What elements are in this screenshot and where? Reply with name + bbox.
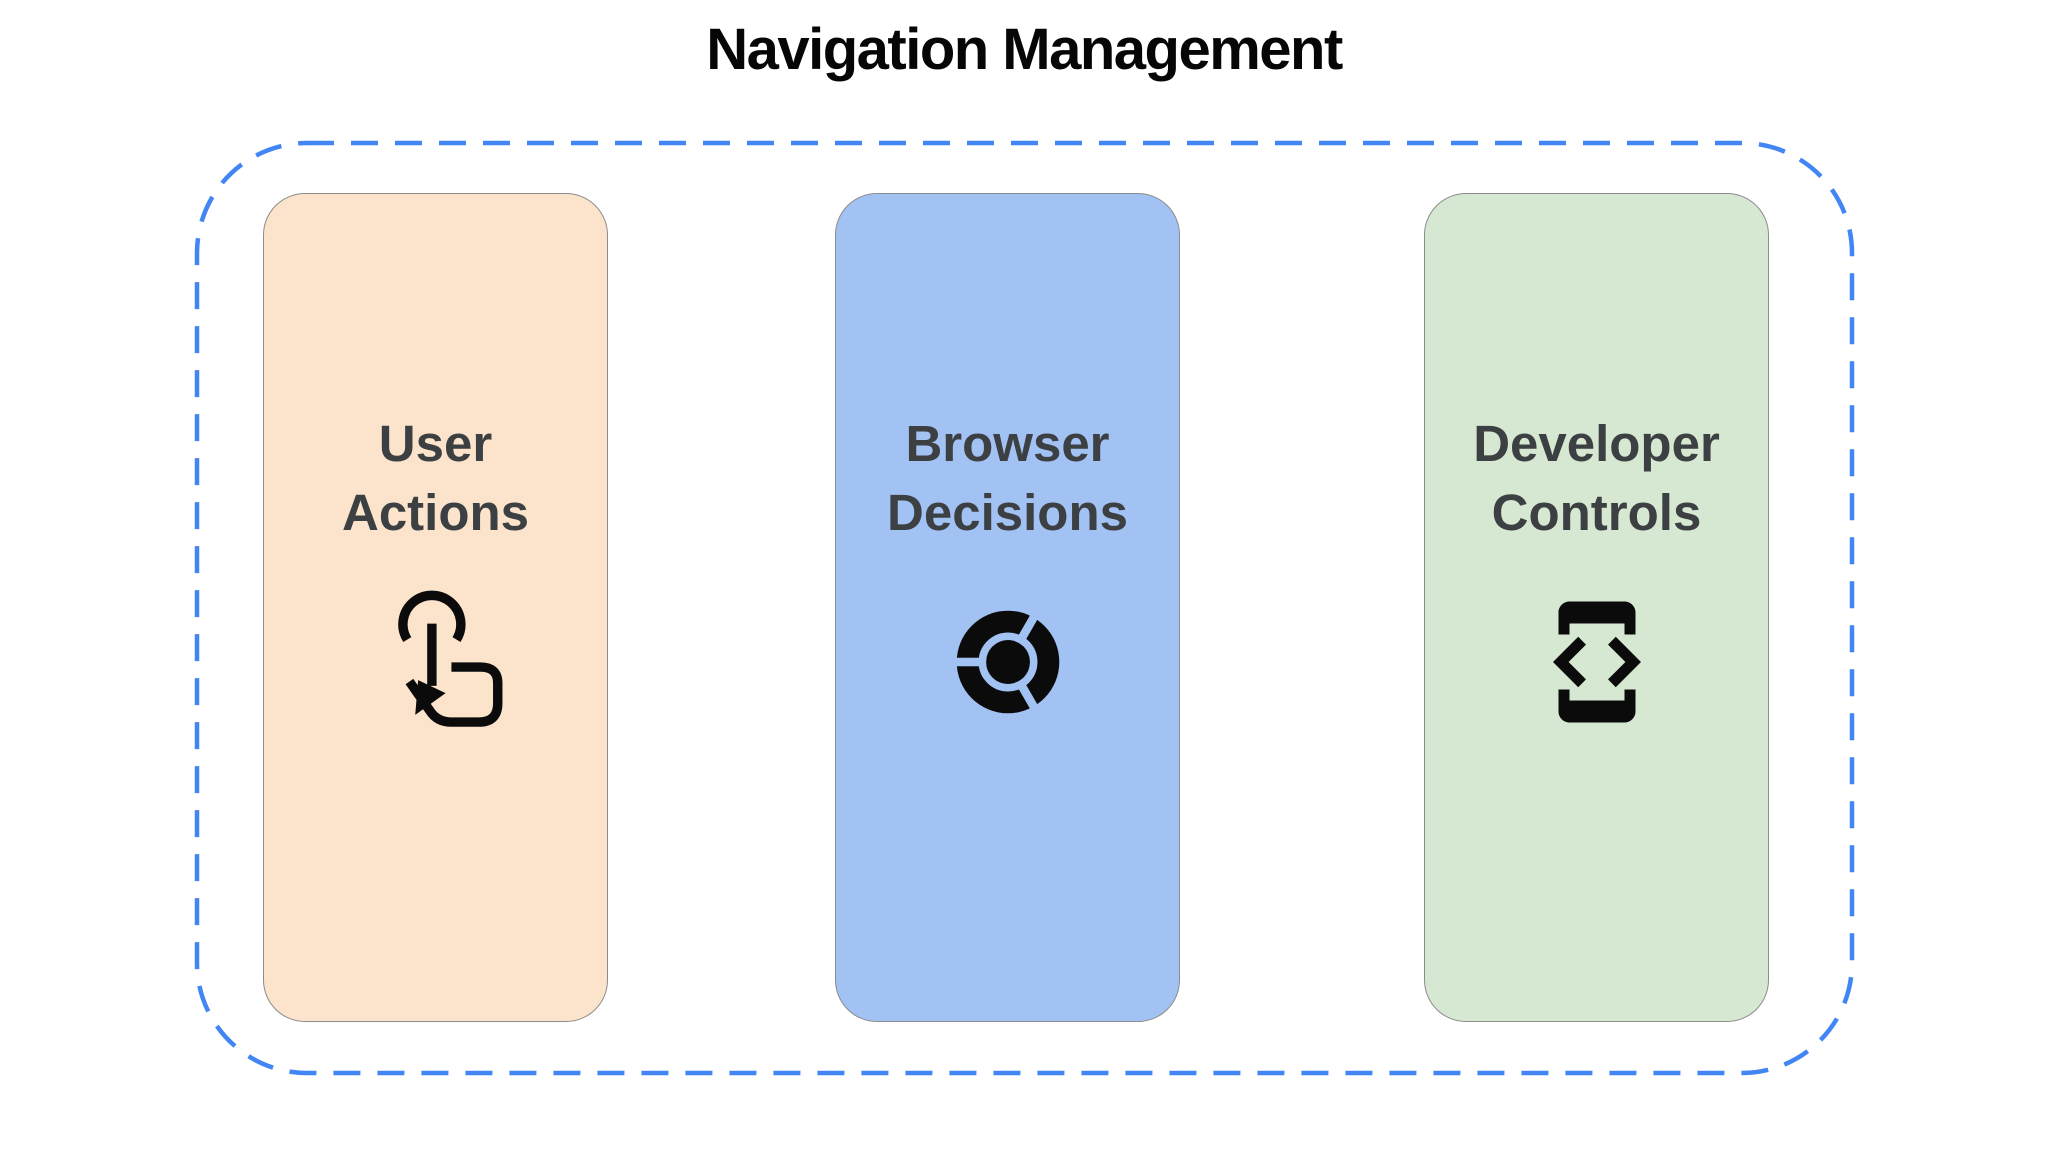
card-developer-controls: Developer Controls [1424,193,1769,1022]
card-user-actions-label: User Actions [341,415,530,542]
card-browser-decisions-label: Browser Decisions [887,415,1128,542]
diagram-title: Navigation Management [706,17,1343,82]
card-developer-controls-label: Developer Controls [1473,415,1720,542]
chrome-browser-icon [951,586,1065,738]
developer-mode-code-icon [1531,586,1663,738]
swipe-down-touch-icon [363,586,508,738]
card-user-actions: User Actions [263,193,608,1022]
card-browser-decisions: Browser Decisions [835,193,1180,1022]
